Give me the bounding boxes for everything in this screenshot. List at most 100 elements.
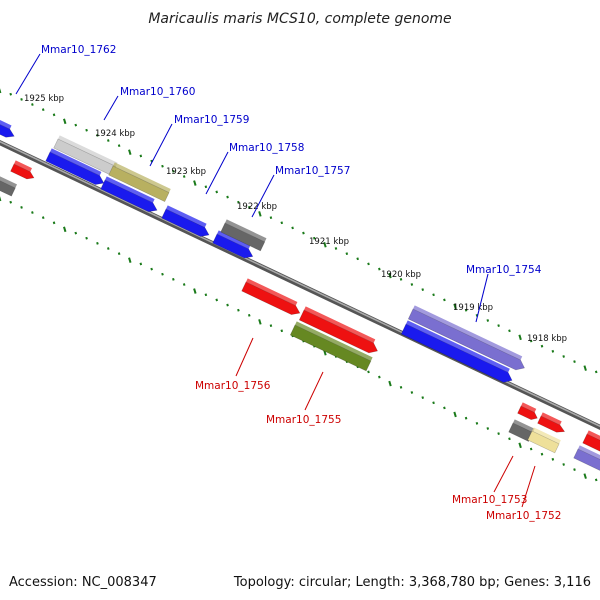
tick-1924: 1924 kbp xyxy=(95,129,135,139)
gene-block-1759[interactable] xyxy=(108,162,171,202)
upper-track-dot xyxy=(529,339,533,343)
gene-block-1762-top xyxy=(0,120,12,130)
gene-block-gray-left-top xyxy=(0,176,18,188)
lower-track-dot xyxy=(497,432,500,435)
gene-block-1759-body xyxy=(108,165,170,202)
lower-track-dot xyxy=(182,283,186,286)
gene-block-1752[interactable] xyxy=(527,427,561,454)
genome-summary-text: Topology: circular; Length: 3,368,780 bp… xyxy=(233,575,591,590)
gene-label-mmar10-1759[interactable]: Mmar10_1759 xyxy=(174,114,249,126)
gene-block-purple-right-top xyxy=(578,445,600,460)
gene-block-1754[interactable] xyxy=(400,320,513,383)
genome-backbone xyxy=(0,139,600,431)
upper-track-dot xyxy=(280,221,284,225)
gene-block-1756-top xyxy=(246,278,298,306)
gene-labels: Mmar10_1762 Mmar10_1760 Mmar10_1759 Mmar… xyxy=(41,44,561,522)
gene-block-1755a-body xyxy=(298,309,378,354)
gene-label-mmar10-1754[interactable]: Mmar10_1754 xyxy=(466,264,542,276)
lower-track-dot xyxy=(31,211,34,214)
lower-track-dot xyxy=(41,216,45,220)
lower-track-dot xyxy=(432,401,435,405)
lower-track-dot xyxy=(464,416,468,420)
lower-track-dot xyxy=(269,324,273,328)
gene-label-mmar10-1762[interactable]: Mmar10_1762 xyxy=(41,44,116,56)
upper-track-dot xyxy=(52,113,56,117)
lower-track-dot xyxy=(410,391,414,394)
upper-track-dot xyxy=(464,308,468,312)
gene-label-mmar10-1753[interactable]: Mmar10_1753 xyxy=(452,494,527,506)
gene-block-gray-left[interactable] xyxy=(0,172,18,197)
tick-1920: 1920 kbp xyxy=(381,270,421,280)
upper-track-dot xyxy=(9,92,12,96)
gene-block-1762[interactable] xyxy=(0,111,15,138)
lower-track-dot xyxy=(378,375,381,379)
upper-track-dot xyxy=(237,200,240,204)
upper-track-dot xyxy=(258,211,262,217)
upper-track-dot xyxy=(367,262,370,266)
upper-track-dot xyxy=(551,349,555,353)
lower-track-dot xyxy=(258,319,262,325)
lower-track-dot xyxy=(139,262,143,266)
upper-track-dot xyxy=(573,360,576,363)
lower-track-dot xyxy=(85,236,88,240)
gene-block-1757[interactable] xyxy=(212,230,254,259)
upper-track-dot xyxy=(399,277,403,281)
upper-track-dot xyxy=(583,365,587,371)
upper-track-dot xyxy=(443,298,446,302)
gene-block-red-right[interactable] xyxy=(582,430,600,453)
gene-block-gray-2-body xyxy=(508,422,534,442)
gene-label-mmar10-1756[interactable]: Mmar10_1756 xyxy=(195,380,271,392)
gene-label-mmar10-1755[interactable]: Mmar10_1755 xyxy=(266,414,341,426)
lower-track-dot xyxy=(594,478,598,482)
gene-block-1760[interactable] xyxy=(45,148,105,185)
tick-1918: 1918 kbp xyxy=(527,334,567,344)
gene-block-1755[interactable] xyxy=(289,321,373,372)
gene-label-mmar10-1752[interactable]: Mmar10_1752 xyxy=(486,510,561,522)
gene-block-1759b-top xyxy=(105,176,155,203)
upper-track-dot xyxy=(117,144,121,148)
gene-block-1759b[interactable] xyxy=(100,176,158,213)
gene-label-mmar10-1757[interactable]: Mmar10_1757 xyxy=(275,165,350,177)
lower-track-dot xyxy=(540,452,544,456)
gene-label-mmar10-1760[interactable]: Mmar10_1760 xyxy=(120,86,195,98)
gene-label-mmar10-1758[interactable]: Mmar10_1758 xyxy=(229,142,304,154)
map-title: Maricaulis maris MCS10, complete genome xyxy=(148,11,451,27)
lower-track-dot xyxy=(529,447,533,451)
gene-block-1753b[interactable] xyxy=(537,412,566,433)
gene-block-gray-2-top xyxy=(513,419,535,433)
upper-track-dot xyxy=(421,288,425,292)
upper-track-dot xyxy=(345,252,349,256)
gene-block-gray-2[interactable] xyxy=(508,419,535,442)
upper-track-dot xyxy=(291,226,294,230)
lower-track-dot xyxy=(215,298,219,302)
lower-track-dot xyxy=(193,288,197,294)
lower-track-dot xyxy=(172,277,175,281)
lower-track-dot xyxy=(204,293,208,297)
gene-block-purple-right[interactable] xyxy=(573,445,600,472)
lower-track-dot xyxy=(150,267,153,271)
gene-block-1753a[interactable] xyxy=(517,402,538,420)
upper-track-dot xyxy=(378,267,381,271)
gene-block-red-right-body xyxy=(582,433,600,452)
accession-text: Accession: NC_008347 xyxy=(9,575,157,590)
gene-block-1758[interactable] xyxy=(161,205,210,237)
lower-track-dot xyxy=(551,457,555,461)
gene-block-1758-body xyxy=(161,208,210,237)
gene-block-1755a[interactable] xyxy=(298,306,378,354)
lower-track-dot xyxy=(128,257,132,263)
gene-block-gray-1[interactable] xyxy=(220,219,267,252)
upper-track-dot xyxy=(313,236,316,240)
upper-track-dot xyxy=(508,329,511,333)
upper-track-dot xyxy=(388,272,392,279)
upper-track-dot xyxy=(128,149,132,155)
reverse-ruler-track xyxy=(0,196,598,482)
gene-block-1754a[interactable] xyxy=(407,305,525,371)
upper-track-dot xyxy=(356,257,359,261)
gene-block-1756[interactable] xyxy=(241,278,301,315)
lower-track-dot xyxy=(399,385,403,389)
gene-block-1754-top xyxy=(406,320,510,373)
gene-block-red-left[interactable] xyxy=(10,160,35,180)
gene-block-1762-body xyxy=(0,124,15,138)
upper-track-dot xyxy=(269,216,273,220)
gene-block-gray-1-body xyxy=(220,222,266,252)
